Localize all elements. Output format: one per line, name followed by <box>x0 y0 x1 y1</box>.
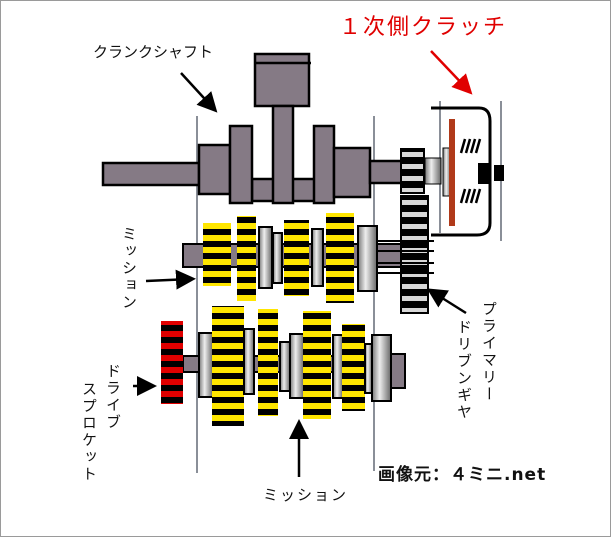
crankshaft <box>101 52 404 205</box>
primary-driven-gear-label-1: プライマリー <box>480 301 498 403</box>
image-credit: 画像元：４ミニ.net <box>378 465 547 485</box>
drive-sprocket-label-1: ドライブ <box>104 363 122 431</box>
clutch-arrow <box>430 50 473 95</box>
drive-sprocket-label-2: スプロケット <box>80 381 98 483</box>
mission-lower-label: ミッション <box>263 486 349 504</box>
primary-clutch-label: １次側クラッチ <box>339 15 508 40</box>
crankshaft-label: クランクシャフト <box>93 43 214 61</box>
drive-sprocket <box>161 321 183 404</box>
label-arrows <box>133 72 467 477</box>
connecting-rod <box>271 104 295 205</box>
primary-driven-gear <box>400 195 429 314</box>
mission-upper-label: ミッション <box>120 226 138 311</box>
mission-lower-shaft <box>161 306 406 426</box>
primary-driven-gear-label-2: ドリブンギヤ <box>455 319 473 421</box>
primary-clutch <box>400 106 504 237</box>
mission-upper-shaft <box>182 213 434 303</box>
